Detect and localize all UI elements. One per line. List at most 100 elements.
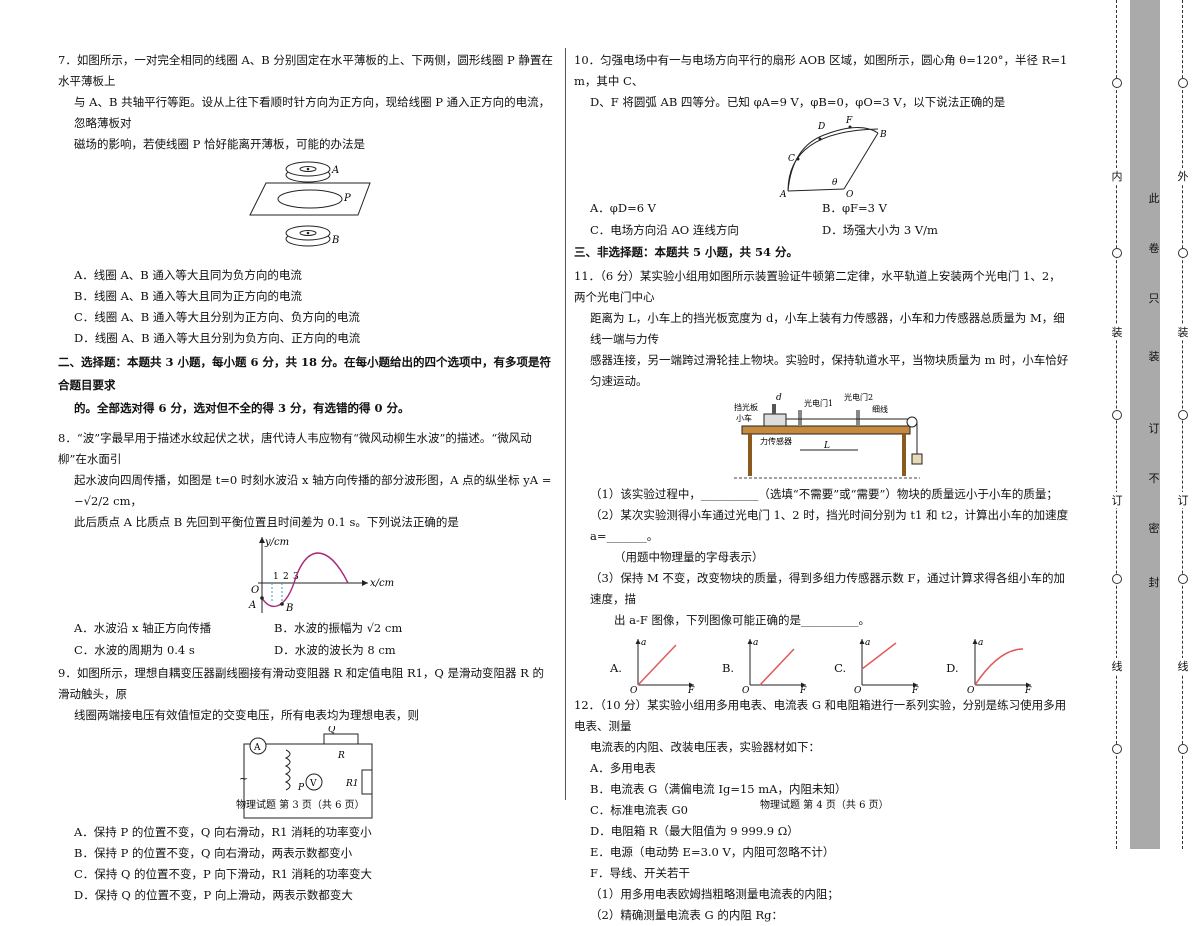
graph-b-plot: a F O [742,638,807,693]
label-baffle: 挡光板 [734,402,758,412]
tick-1: 1 [273,572,279,582]
section-2-header: 二、选择题：本题共 3 小题，每小题 6 分，共 18 分。在每小题给出的四个选… [58,351,554,420]
q7-line1: 7．如图所示，一对完全相同的线圈 A、B 分别固定在水平薄板的上、下两侧，圆形线… [58,53,553,88]
warning-char: 封 [1148,576,1160,589]
label-O: O [251,585,259,596]
graph-d-label: D. [946,661,959,675]
graph-option-b[interactable]: B. a F O [722,635,810,693]
label-D: D [817,122,825,132]
tick-2: 2 [283,572,289,582]
label-Q: Q [328,726,336,735]
label-R: R [337,751,345,761]
q10-option-a[interactable]: A．φD=6 V [590,201,656,215]
graph-a-plot: a F O [630,638,695,693]
q9-option-a[interactable]: A．保持 P 的位置不变，Q 向右滑动，R1 消耗的功率变小 [74,825,372,839]
q8-line1: 8．“波”字最早用于描述水纹起伏之状，唐代诗人韦应物有“微风动柳生水波”的描述。… [58,431,532,466]
left-page-footer: 物理试题 第 3 页（共 6 页） [236,800,365,811]
wave-figure: y/cm x/cm O A B 1 2 3 [248,537,394,614]
af-graph-options: A. a F O B. a F O [574,635,1072,693]
q9-option-d[interactable]: D．保持 Q 的位置不变，P 向上滑动，两表示数都变大 [74,888,353,902]
binding-hole [1112,78,1122,88]
inner-label-nei: 内 [1110,168,1124,184]
sec2-line1: 二、选择题：本题共 3 小题，每小题 6 分，共 18 分。在每小题给出的四个选… [58,355,552,392]
cart-apparatus-figure: d 挡光板 小车 光电门1 光电门2 细线 力传感器 L [734,392,923,479]
q10-option-b[interactable]: B．φF=3 V [822,201,887,215]
label-B: B [879,130,887,140]
q7-line2: 与 A、B 共轴平行等距。设从上往下看顺时针方向为正方向，现给线圈 P 通入正方… [74,95,551,130]
question-7: 7．如图所示，一对完全相同的线圈 A、B 分别固定在水平薄板的上、下两侧，圆形线… [58,50,554,349]
q7-option-a[interactable]: A．线圈 A、B 通入等大且同为负方向的电流 [74,268,302,282]
label-gate2: 光电门2 [844,392,873,402]
question-11: 11．（6 分）某实验小组用如图所示装置验证牛顿第二定律，水平轨道上安装两个光电… [574,266,1072,693]
binding-hole [1178,574,1188,584]
question-9: 9．如图所示，理想自耦变压器副线圈接有滑动变阻器 R 和定值电阻 R1，Q 是滑… [58,663,554,906]
q10-option-c[interactable]: C．电场方向沿 AO 连线方向 [590,223,739,237]
q10-options-row1: A．φD=6 V B．φF=3 V [574,197,1072,219]
ammeter-label: A [253,743,261,753]
label-ycm: y/cm [264,537,289,548]
transformer-figure: A ~ V P Q R R1 [239,726,373,819]
q11-sub2b: （用题中物理量的字母表示） [614,550,764,564]
q11-sub1: （1）该实验过程中，__________（选填“不需要”或“需要”）物块的质量远… [590,487,1058,501]
q8-line3: 此后质点 A 比质点 B 先回到平衡位置且时间差为 0.1 s。下列说法正确的是 [74,515,459,529]
outer-dashed-line [1182,0,1183,849]
sec2-line2: 的。全部选对得 6 分，选对但不全的得 3 分，有选错的得 0 分。 [74,401,410,415]
label-R1: R1 [345,779,359,789]
binding-hole [1112,744,1122,754]
inner-label-xian: 线 [1110,658,1124,674]
q8-option-d[interactable]: D．水波的波长为 8 cm [274,643,396,657]
label-theta: θ [832,178,838,188]
binding-gray-bar [1130,0,1160,849]
binding-hole [1112,248,1122,258]
graph-d-origin: O [967,686,975,693]
graph-c-origin: O [854,686,862,693]
binding-hole [1178,410,1188,420]
q7-line3: 磁场的影响，若使线圈 P 恰好能离开薄板，可能的办法是 [74,137,366,151]
q9-option-c[interactable]: C．保持 Q 的位置不变，P 向下滑动，R1 消耗的功率变大 [74,867,373,881]
graph-d-xlabel: F [1024,686,1032,693]
label-xcm: x/cm [370,578,394,589]
graph-option-d[interactable]: D. a F O [946,635,1034,693]
warning-char: 订 [1148,422,1160,435]
q11-sub3b: 出 a-F 图像，下列图像可能正确的是__________。 [614,613,871,627]
right-page-footer: 物理试题 第 4 页（共 6 页） [760,800,889,811]
graph-b-xlabel: F [799,686,807,693]
inner-dashed-line [1116,0,1117,849]
outer-label-ding: 订 [1176,492,1190,508]
q8-options-row2: C．水波的周期为 0.4 s D．水波的波长为 8 cm [58,639,554,661]
binding-hole [1178,744,1188,754]
q11-line2: 距离为 L，小车上的挡光板宽度为 d，小车上装有力传感器，小车和力传感器总质量为… [590,311,1065,346]
q7-option-c[interactable]: C．线圈 A、B 通入等大且分别为正方向、负方向的电流 [74,310,360,324]
label-C: C [788,154,795,164]
q12-item-e: E．电源（电动势 E=3.0 V，内阻可忽略不计） [590,845,835,859]
binding-hole [1112,410,1122,420]
binding-hole [1178,248,1188,258]
label-O: O [846,190,854,197]
label-F: F [845,116,853,126]
graph-option-c[interactable]: C. a F O [834,635,922,693]
q10-option-d[interactable]: D．场强大小为 3 V/m [822,223,938,237]
q11-sub3a: （3）保持 M 不变，改变物块的质量，得到多组力传感器示数 F，通过计算求得各组… [590,571,1066,606]
q12-sub1: （1）用多用电表欧姆挡粗略测量电流表的内阻； [590,887,839,901]
q8-option-b[interactable]: B．水波的振幅为 √2 cm [274,621,403,635]
q8-option-a[interactable]: A．水波沿 x 轴正方向传播 [74,621,212,635]
q12-item-b: B．电流表 G（满偏电流 Ig=15 mA，内阻未知） [590,782,847,796]
q12-item-f: F．导线、开关若干 [590,866,690,880]
inner-label-zhuang: 装 [1110,324,1124,340]
graph-d-ylabel: a [978,638,983,648]
label-A: A [779,190,787,197]
graph-option-a[interactable]: A. a F O [610,635,698,693]
graph-c-label: C. [834,661,847,675]
graph-a-ylabel: a [641,638,646,648]
graph-c-ylabel: a [865,638,870,648]
q9-option-b[interactable]: B．保持 P 的位置不变，Q 向右滑动，两表示数都变小 [74,846,353,860]
label-d: d [776,393,782,403]
q8-option-c[interactable]: C．水波的周期为 0.4 s [74,643,195,657]
q7-option-d[interactable]: D．线圈 A、B 通入等大且分别为负方向、正方向的电流 [74,331,361,345]
q12-item-d: D．电阻箱 R（最大阻值为 9 999.9 Ω） [590,824,799,838]
q7-option-b[interactable]: B．线圈 A、B 通入等大且同为正方向的电流 [74,289,303,303]
label-cart: 小车 [736,413,752,423]
q10-line1: 10．匀强电场中有一与电场方向平行的扇形 AOB 区域，如图所示，圆心角 θ=1… [574,53,1068,88]
graph-c-plot: a F O [854,638,919,693]
graph-b-origin: O [742,686,750,693]
